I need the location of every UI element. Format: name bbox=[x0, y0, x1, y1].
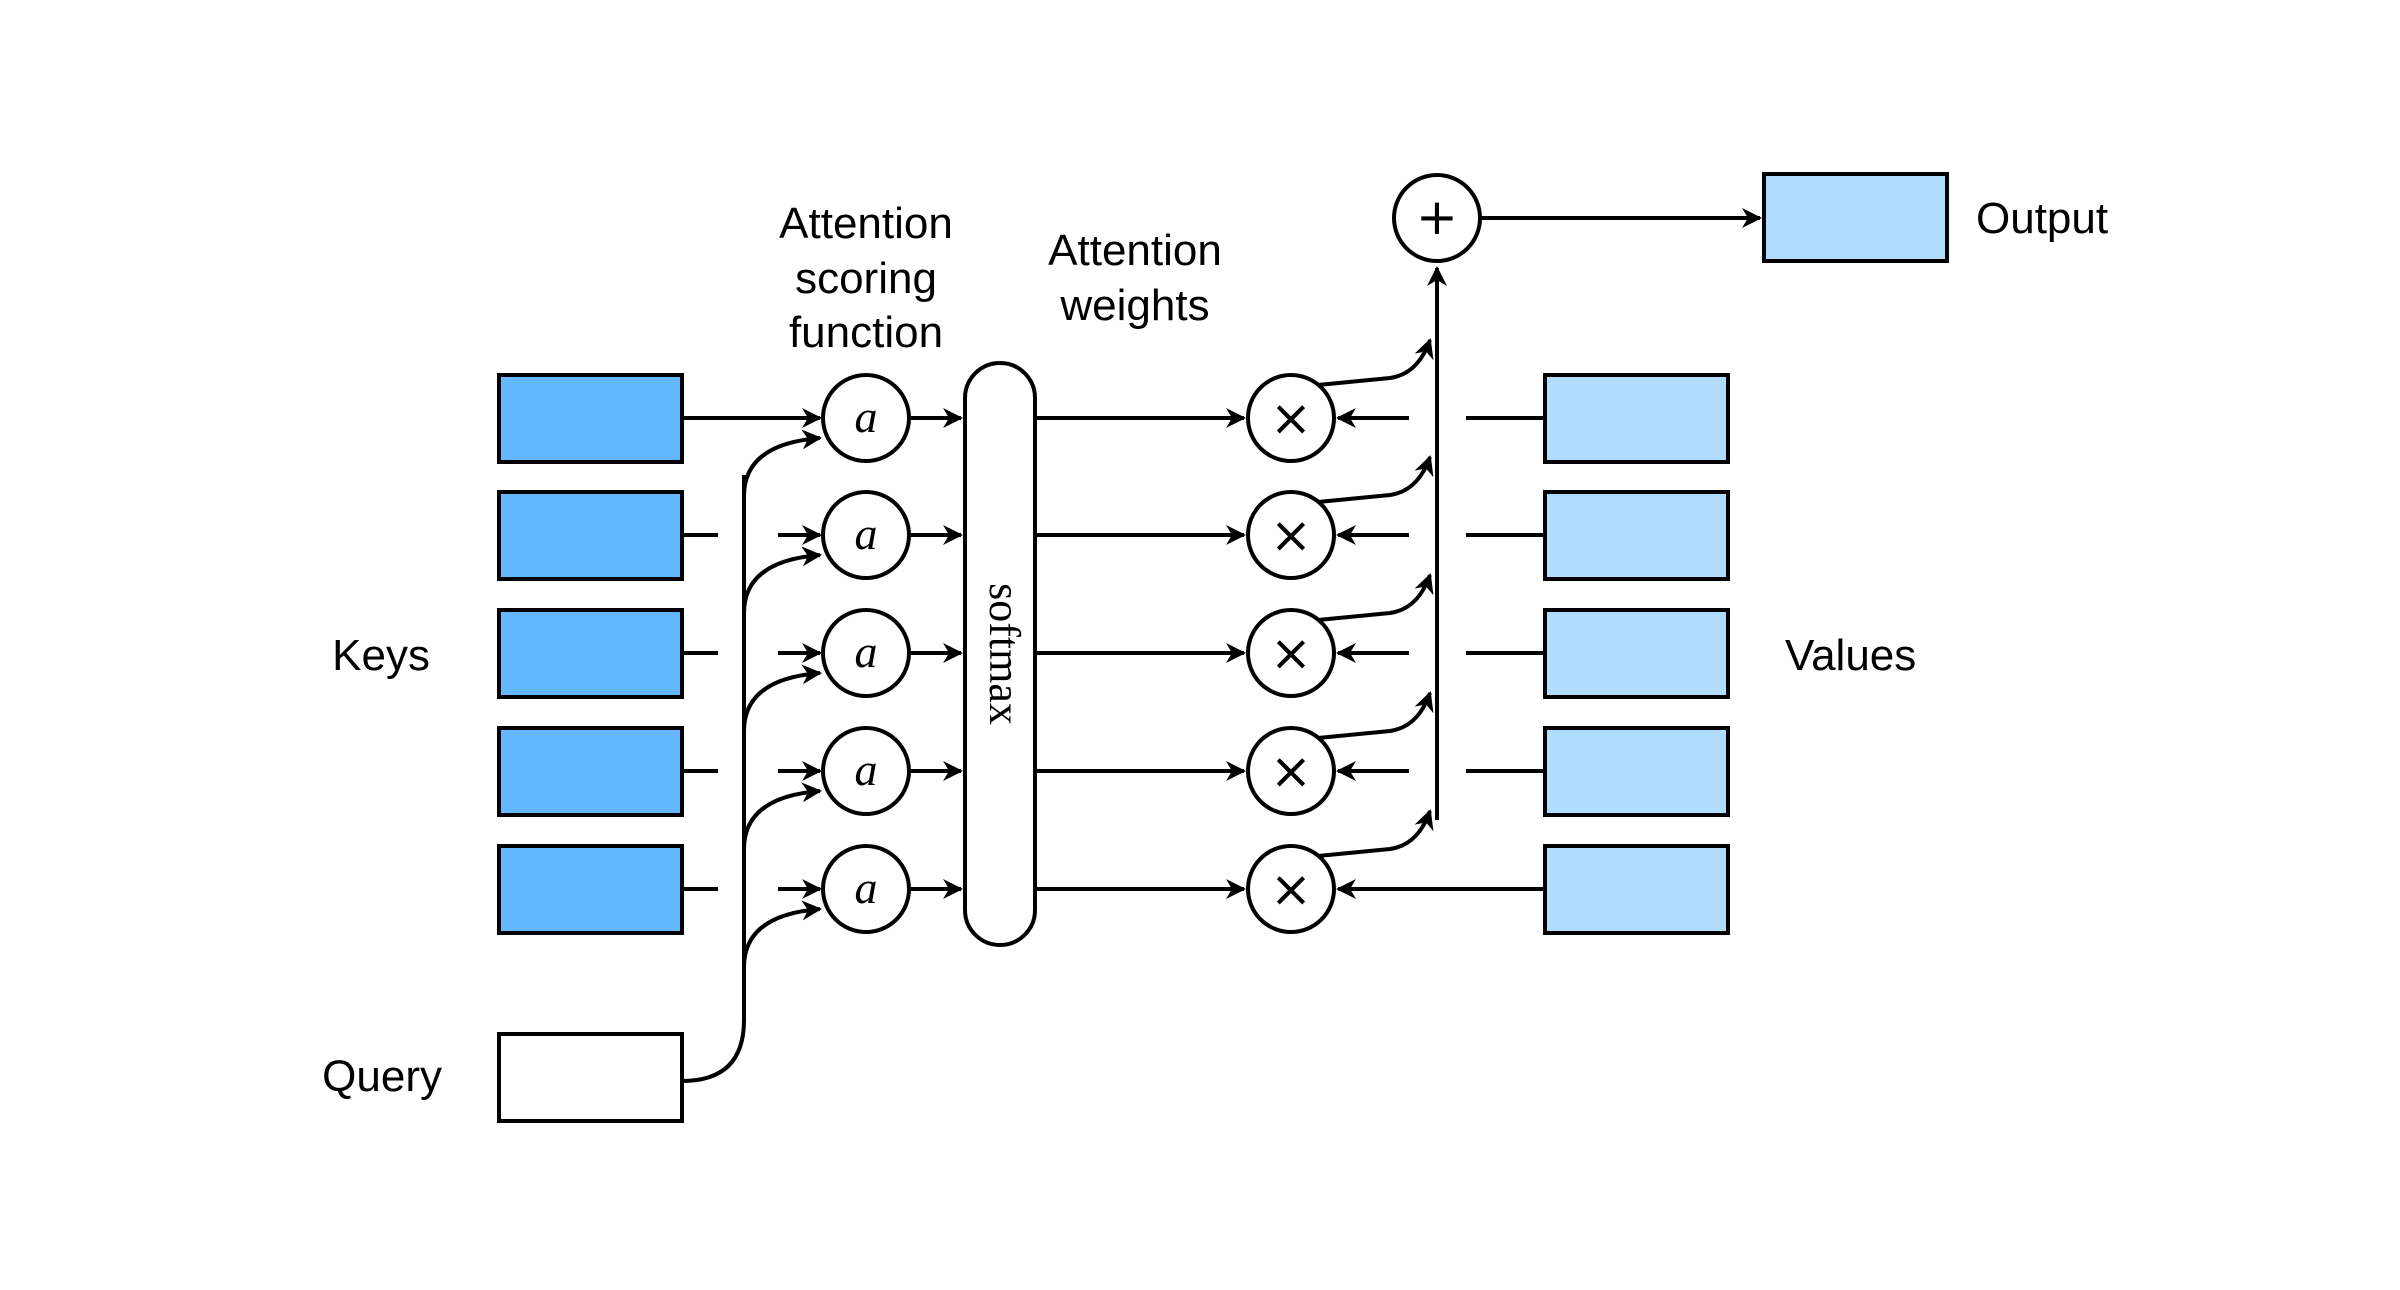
query-branch-arrow-3 bbox=[742, 664, 822, 732]
multiply-icon-5: × bbox=[1270, 860, 1312, 918]
scoring-symbol-4: a bbox=[855, 744, 878, 795]
multiply-icon-1: × bbox=[1270, 389, 1312, 447]
query-branch-arrow-4 bbox=[742, 782, 822, 850]
query-trunk-line bbox=[681, 475, 746, 1083]
key-box-2 bbox=[497, 490, 684, 581]
value-box-5 bbox=[1543, 844, 1730, 935]
query-label: Query bbox=[322, 1052, 442, 1101]
scoring-function-label-line-2: scoring bbox=[795, 254, 937, 303]
product-to-bus-arrow-2 bbox=[1317, 455, 1434, 504]
scoring-symbol-2: a bbox=[855, 508, 878, 559]
scoring-symbol-1: a bbox=[855, 391, 878, 442]
values-label: Values bbox=[1785, 631, 1916, 680]
query-box bbox=[497, 1032, 684, 1123]
scoring-symbol-5: a bbox=[855, 862, 878, 913]
multiply-icon-2: × bbox=[1270, 506, 1312, 564]
keys-label: Keys bbox=[332, 631, 430, 680]
output-box bbox=[1762, 172, 1949, 263]
scoring-function-label-line-1: Attention bbox=[779, 199, 953, 248]
scoring-function-label-line-3: function bbox=[789, 308, 943, 357]
value-box-3 bbox=[1543, 608, 1730, 699]
multiply-node-4 bbox=[1246, 726, 1336, 816]
product-to-bus-arrow-4 bbox=[1317, 691, 1434, 740]
value-box-4 bbox=[1543, 726, 1730, 817]
value-box-1 bbox=[1543, 373, 1730, 464]
query-branch-arrow-1 bbox=[742, 429, 822, 497]
value-box-2 bbox=[1543, 490, 1730, 581]
multiply-node-1 bbox=[1246, 373, 1336, 463]
key-box-1 bbox=[497, 373, 684, 464]
multiply-icon-3: × bbox=[1270, 624, 1312, 682]
product-to-bus-arrow-5 bbox=[1317, 809, 1434, 858]
attention-rows: a × a × a × a × a × bbox=[497, 338, 1730, 968]
multiply-node-5 bbox=[1246, 844, 1336, 934]
query-branch-arrow-2 bbox=[742, 546, 822, 614]
output-label: Output bbox=[1976, 194, 2108, 243]
multiply-node-2 bbox=[1246, 490, 1336, 580]
product-to-bus-arrow-3 bbox=[1317, 573, 1434, 622]
sum-node bbox=[1392, 173, 1482, 263]
key-box-3 bbox=[497, 608, 684, 699]
attention-weights-label-line-1: Attention bbox=[1048, 226, 1222, 275]
multiply-node-3 bbox=[1246, 608, 1336, 698]
attention-weights-label-line-2: weights bbox=[1059, 281, 1209, 330]
plus-icon: + bbox=[1416, 188, 1458, 246]
product-to-bus-arrow-1 bbox=[1317, 338, 1434, 387]
softmax-label: softmax bbox=[980, 583, 1029, 725]
scoring-symbol-3: a bbox=[855, 626, 878, 677]
key-box-4 bbox=[497, 726, 684, 817]
key-box-5 bbox=[497, 844, 684, 935]
multiply-icon-4: × bbox=[1270, 742, 1312, 800]
query-branch-arrow-5 bbox=[742, 900, 822, 968]
